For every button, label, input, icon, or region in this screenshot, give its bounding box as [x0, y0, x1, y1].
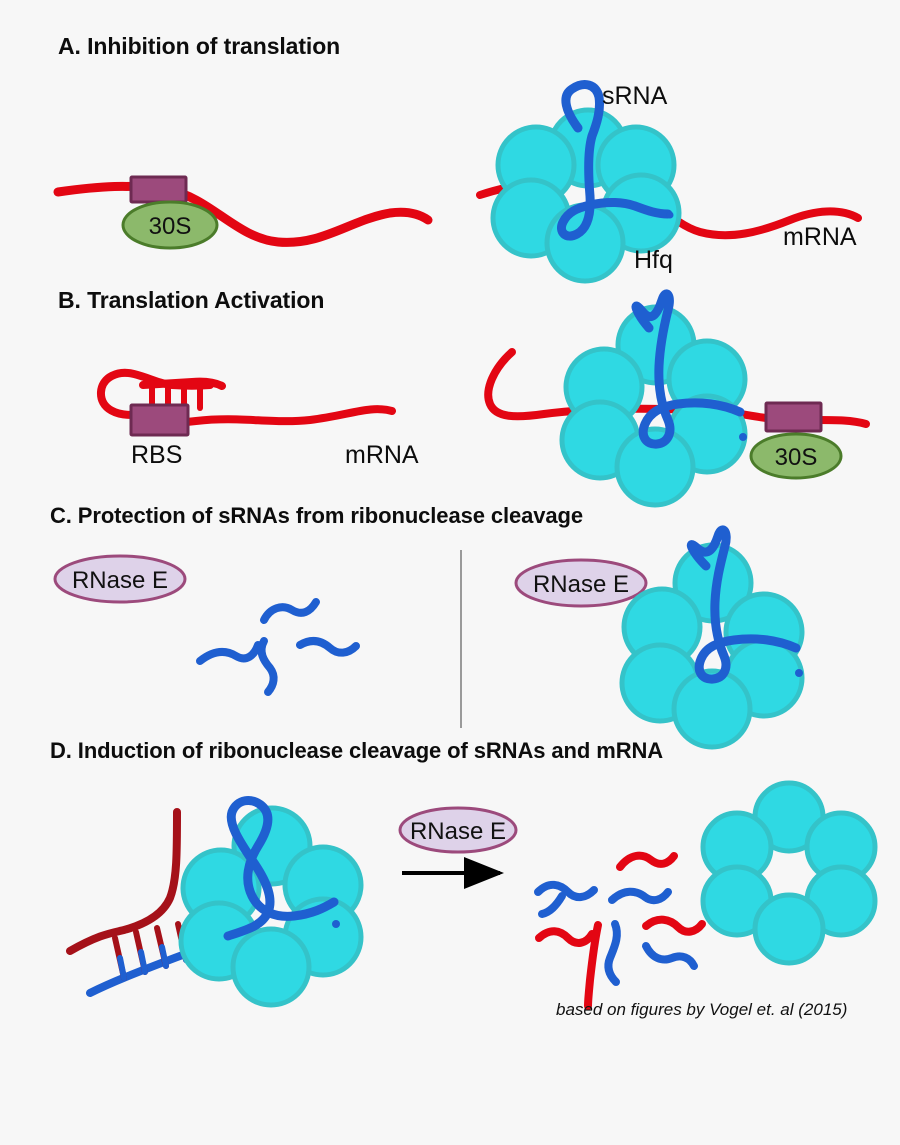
rbs-box-b-right	[764, 401, 823, 433]
hfq-subunit	[752, 892, 826, 966]
mrna-hairpin-stem-b	[139, 377, 226, 390]
srna-fragment	[260, 598, 320, 624]
mrna-fragment	[616, 851, 678, 871]
srna-fragment	[257, 637, 278, 696]
panel-d-heading: D. Induction of ribonuclease cleavage of…	[50, 738, 664, 763]
srna-terminus-c	[795, 669, 803, 677]
ribosome-30s-a	[121, 200, 219, 250]
mrna-label-a: mRNA	[783, 223, 857, 251]
panel-c-figure: RNase E RNase E	[53, 525, 805, 750]
panel-b-figure: RBS mRNA 30S	[97, 289, 870, 508]
hfq-label-a: Hfq	[634, 246, 673, 274]
srna-fragment	[196, 641, 262, 665]
srna-strand-b	[631, 289, 745, 449]
rnase-e-ellipse-c-right	[514, 558, 648, 608]
mrna-fragment	[642, 915, 706, 936]
mrna-strand-b-right-tail	[814, 416, 870, 428]
srna-fragment	[296, 637, 360, 657]
rnase-e-ellipse-d	[398, 806, 518, 854]
hfq-hexamer-b	[559, 304, 748, 508]
rbs-box-a	[129, 175, 188, 204]
free-srna-fragments-c	[196, 598, 360, 696]
mrna-fragment	[535, 927, 596, 947]
srna-strand-c	[686, 525, 801, 684]
panel-a-figure: 30S sRNA Hfq mRNA	[53, 80, 862, 284]
hfq-subunit	[671, 668, 753, 750]
mrna-label-b: mRNA	[345, 441, 419, 469]
duplex-basepair-rungs-d	[112, 921, 189, 981]
srna-terminus-d	[332, 920, 340, 928]
srna-fragment	[608, 887, 672, 905]
srna-fragment	[538, 892, 566, 918]
panel-c-right-scene: RNase E	[514, 525, 805, 750]
srna-terminus-b	[739, 433, 747, 441]
figure-attribution-caption: based on figures by Vogel et. al (2015)	[556, 1000, 848, 1019]
srna-strand-a	[557, 80, 673, 241]
srna-strand-d	[223, 796, 339, 941]
panel-b-right-scene: 30S	[484, 289, 870, 508]
srna-fragment	[534, 880, 598, 901]
rnase-e-ellipse-c-left	[53, 554, 187, 604]
panel-a-right-scene: sRNA Hfq mRNA	[476, 80, 862, 284]
rbs-label-b: RBS	[131, 441, 182, 469]
mrna-fragment	[584, 921, 602, 1010]
rbs-box-b-left	[129, 403, 190, 437]
rnase-e-label-c-left: RNase E	[72, 567, 168, 594]
panel-c-left-scene: RNase E	[53, 554, 360, 696]
panel-a-heading: A. Inhibition of translation	[58, 33, 341, 59]
rnase-e-label-d: RNase E	[410, 818, 506, 845]
panel-b-heading: B. Translation Activation	[58, 287, 325, 313]
panel-d-figure: RNase E	[66, 780, 878, 1010]
panel-d-left-scene	[66, 796, 364, 1008]
srna-fragment	[642, 942, 698, 970]
panel-d-fragments	[534, 851, 706, 1010]
mrna-strand-d	[66, 808, 181, 955]
ribosome-30s-a-label: 30S	[149, 213, 192, 240]
srna-terminus-a	[666, 211, 674, 219]
hfq-hexamer-empty-d	[700, 780, 878, 966]
hfq-hexamer-a	[490, 107, 682, 284]
srna-label-a: sRNA	[602, 82, 668, 110]
panel-a-left-scene: 30S	[53, 175, 433, 250]
hfq-subunit	[230, 926, 312, 1008]
ribosome-30s-b-label: 30S	[775, 444, 818, 471]
mrna-strand-a-left	[53, 181, 433, 247]
hfq-subunit	[614, 426, 696, 508]
srna-fragment	[604, 920, 621, 986]
rnase-e-label-c-right: RNase E	[533, 571, 629, 598]
panel-c-heading: C. Protection of sRNAs from ribonuclease…	[50, 503, 584, 528]
panel-d-reaction: RNase E	[398, 806, 518, 889]
ribosome-30s-b	[749, 432, 843, 480]
panel-b-left-scene: RBS mRNA	[97, 369, 419, 469]
